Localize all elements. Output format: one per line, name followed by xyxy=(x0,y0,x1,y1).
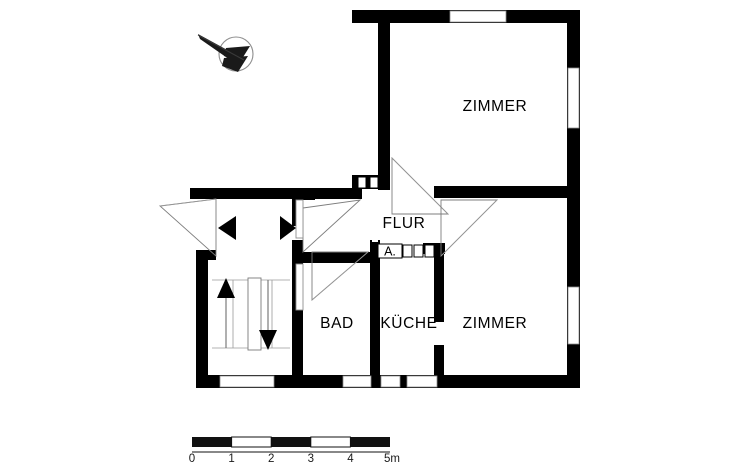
window-bottom-1-frame xyxy=(219,375,275,388)
vent-box-d xyxy=(413,244,424,258)
door-stairhall-left xyxy=(158,198,217,258)
scale-tick-1: 1 xyxy=(228,453,234,465)
window-right-lower xyxy=(568,287,579,344)
scale-tick-5: 5m xyxy=(384,453,400,465)
room-label-flur: FLUR xyxy=(383,215,426,232)
vent-box-c xyxy=(402,244,413,258)
wall-kueche-zimmer-lower xyxy=(434,345,444,388)
window-right-upper xyxy=(568,68,579,128)
vent-box-b xyxy=(369,176,379,189)
wall-zimmer-left xyxy=(378,10,390,190)
window-bottom-3-frame xyxy=(380,375,401,388)
scale-segment-4 xyxy=(350,437,390,447)
room-fills xyxy=(196,18,570,388)
door-leaf-zimmer-top xyxy=(391,157,449,215)
window-right-upper-frame xyxy=(567,67,580,129)
north-arrow-icon xyxy=(197,34,254,72)
scale-tick-0: 0 xyxy=(189,453,195,465)
wall-left-exterior xyxy=(196,255,208,388)
stair-railing xyxy=(247,277,262,351)
compass-axis xyxy=(197,34,245,61)
wall-flur-right-jamb xyxy=(434,243,444,263)
room-fill-right-block xyxy=(378,18,570,388)
direction-markers xyxy=(218,216,296,240)
door-opening-flur-kueche xyxy=(372,226,378,242)
stair-down-head xyxy=(259,330,277,350)
scale-segment-3 xyxy=(310,436,351,448)
door-flur-zimmer-bottom xyxy=(440,199,499,258)
scale-segment-1 xyxy=(231,436,272,448)
window-bottom-3 xyxy=(381,376,400,387)
door-leaf-panel-bad xyxy=(295,263,304,311)
room-label-zimmer-top-right: ZIMMER xyxy=(463,98,528,115)
scale-segment-0 xyxy=(192,437,232,447)
abstellraum-tag-frame xyxy=(377,243,403,259)
staircase xyxy=(212,277,290,351)
vent-box-e xyxy=(424,244,435,258)
window-bottom-4-frame xyxy=(406,375,438,388)
wall-flur-zimmer-bottom xyxy=(434,186,567,198)
room-label-kueche: KÜCHE xyxy=(380,314,437,332)
window-bottom-4 xyxy=(407,376,437,387)
scale-segment-2 xyxy=(271,437,311,447)
annotation-abstellraum: A. xyxy=(384,244,396,258)
wall-flur-corner xyxy=(303,188,315,200)
door-bad xyxy=(311,251,370,301)
wall-bad-kueche xyxy=(370,262,380,388)
door-opening-kueche-zimmer xyxy=(436,322,442,345)
window-top-frame xyxy=(449,10,507,23)
vent-boxes xyxy=(357,176,435,259)
compass-tail xyxy=(222,56,248,72)
wall-flur-bottom-jamb xyxy=(370,240,380,263)
wall-stair-right xyxy=(292,240,303,388)
door-leaf-panel-stair xyxy=(295,199,304,239)
scale-tick-3: 3 xyxy=(308,453,314,465)
vent-box-a xyxy=(357,176,367,189)
scale-tick-2: 2 xyxy=(268,453,274,465)
door-flur-zimmer-top xyxy=(391,156,450,215)
wall-kueche-zimmer-upper xyxy=(434,262,444,322)
window-bottom-2 xyxy=(343,376,371,387)
window-bottom-2-frame xyxy=(342,375,372,388)
door-leaf-zimmer-bottom xyxy=(440,199,498,257)
scale-tick-4: 4 xyxy=(347,453,354,465)
stair-up-head xyxy=(217,278,235,298)
room-label-bad: BAD xyxy=(320,315,354,332)
window-bottom-1 xyxy=(220,376,274,387)
door-leaf-bad xyxy=(311,251,369,301)
arrow-right-icon xyxy=(280,216,296,240)
wall-flur-bottom-left xyxy=(303,252,371,263)
scale-bar: 0 1 2 3 4 5m xyxy=(189,436,400,465)
wall-stairhall-top xyxy=(190,188,362,199)
stair-up-arrow-icon xyxy=(217,278,235,348)
window-right-lower-frame xyxy=(567,286,580,345)
wall-jamb-left-lower xyxy=(196,250,216,260)
doors xyxy=(158,156,499,345)
stair-down-arrow-icon xyxy=(259,280,277,350)
room-labels: ZIMMER FLUR BAD KÜCHE ZIMMER A. xyxy=(320,98,527,332)
room-label-zimmer-bottom-right: ZIMMER xyxy=(463,315,528,332)
window-top xyxy=(450,11,506,22)
window-openings xyxy=(219,10,580,388)
door-leaf-stairhall-left xyxy=(159,198,217,207)
arrow-left-icon xyxy=(218,216,236,240)
